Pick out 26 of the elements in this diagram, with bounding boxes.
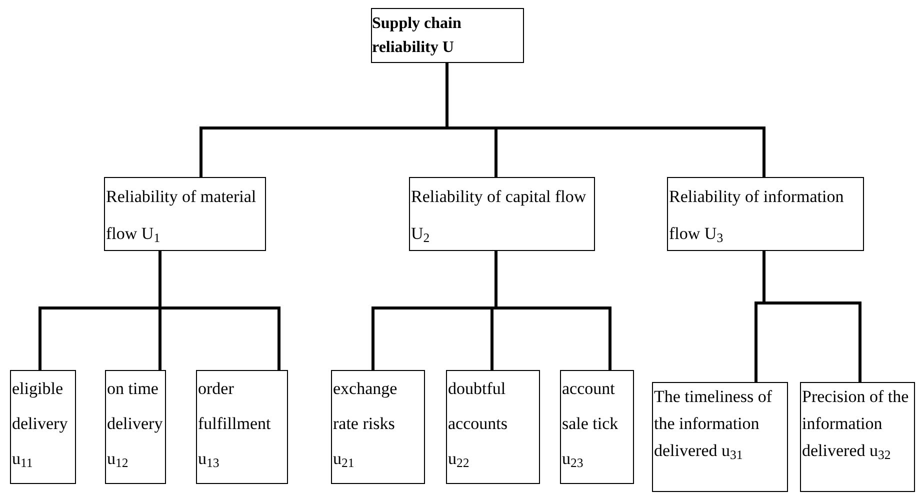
- box-text: u$_{11}$: [11, 448, 34, 472]
- hierarchy-box: [800, 382, 915, 492]
- hierarchy-box: [652, 382, 788, 492]
- box-text: Precision of the information delivered u$_{32}$: [801, 386, 910, 464]
- hierarchy-box: [331, 370, 425, 484]
- hierarchy-box: [105, 370, 166, 484]
- box-text: u$_{21}$: [332, 448, 356, 472]
- box-text: u$_{23}$: [561, 448, 584, 472]
- connector-line: [446, 63, 766, 177]
- hierarchy-box: [560, 370, 634, 484]
- box-text: Reliability of information flow U$_{3}$: [668, 186, 845, 248]
- hierarchy-box: [371, 8, 524, 63]
- box-text: The timeliness of the information delivered u$_{31}$: [653, 386, 774, 464]
- hierarchy-box: [409, 177, 595, 251]
- box-text: Reliability of material flow U$_{1}$: [105, 186, 258, 248]
- box-text: Reliability of capital flow U$_{2}$: [410, 186, 588, 248]
- hierarchy-box: [667, 177, 864, 251]
- hierarchy-box: [446, 370, 540, 484]
- connector-line: [494, 251, 612, 370]
- box-text: u$_{13}$: [197, 448, 220, 472]
- hierarchy-box: [196, 370, 288, 484]
- box-text: u$_{12}$: [106, 448, 130, 472]
- hierarchy-box: [104, 177, 266, 251]
- title-text: Supply chain reliability U: [372, 14, 462, 58]
- hierarchy-box: [10, 370, 76, 484]
- box-text: u$_{22}$: [447, 448, 470, 472]
